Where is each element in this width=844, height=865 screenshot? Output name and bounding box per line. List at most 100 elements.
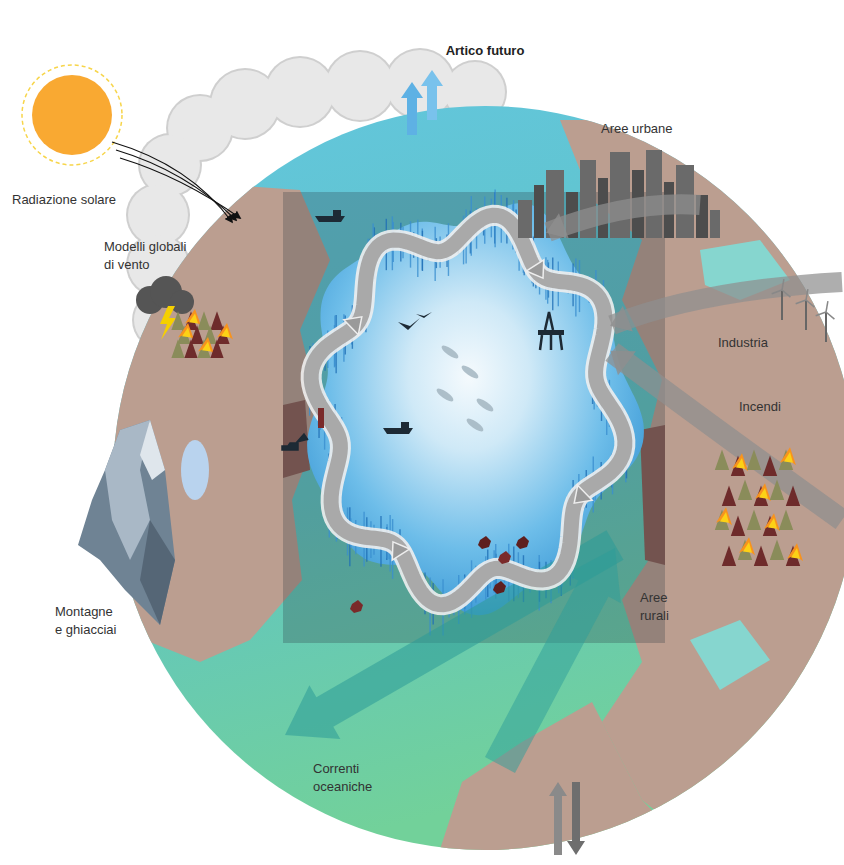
smoke-arrow-head [610,351,636,375]
tree [722,486,736,506]
fish-icon [475,396,495,413]
tree [770,480,784,500]
smoke-arrow [612,352,842,520]
heat-arrow [421,70,443,120]
flame [716,507,732,525]
flame [768,518,777,529]
turbine-tower [781,290,783,320]
tree [190,325,203,344]
region-label: Aree rurali [640,589,684,624]
flame [764,513,780,531]
smog-arrow-head [546,213,569,238]
wind-turbines [772,279,835,342]
turbine-tower [825,312,827,342]
tree [210,339,223,358]
arctic-icons [282,210,564,613]
flame [189,314,198,324]
building [534,185,544,238]
oil-rig-deck [538,330,564,335]
turbine-blade [826,301,828,312]
mountain [78,420,175,625]
sun-halo [22,65,122,165]
oil-rig-tower [540,312,562,350]
flame [178,323,194,340]
flame [784,452,793,463]
jet-stream [311,215,625,604]
region-label: Industria [718,334,798,352]
turbine-blade [806,300,814,307]
pollution-patch [498,551,511,564]
tree [763,456,777,476]
storm-cloud [136,276,194,340]
region-label: Incendi [739,398,819,416]
ship-cabin [401,422,409,428]
bird-icon [416,312,432,318]
excavator-icon [282,434,308,450]
industry-arrow [612,282,842,325]
flame [720,512,729,523]
tree [171,339,184,358]
land-europe [430,702,720,865]
jet-stream-arrowhead [392,542,410,560]
bird-icon [398,318,420,330]
tree [754,546,768,566]
turbine-tower [805,300,807,330]
pollution-patch [493,581,506,594]
jet-stream-arrowhead [344,317,362,335]
flame [787,543,803,561]
building [710,210,720,238]
flame [736,458,745,469]
coastal-sea [690,620,770,690]
pollution-patch [516,536,529,549]
turbine-blade [782,279,784,290]
ship-icon [315,216,345,222]
cloud-puff [140,135,200,195]
jet-stream-arrowhead [574,485,592,503]
turbine-blade [796,300,806,304]
fish-icon [435,386,455,403]
globe-surface [90,120,844,865]
tree [715,450,729,470]
building [518,200,532,238]
fire-forest [715,447,803,566]
tree [779,510,793,530]
mountain-shadow [140,520,175,625]
tree [731,516,745,536]
turbine-blade [816,312,826,316]
heat-arrow [401,82,423,135]
pollution-patch [478,536,491,549]
region-label: Montagne e ghiacciai [55,603,119,638]
tree [210,311,223,330]
region-label: Correnti oceaniche [313,760,391,795]
glacier-lake [181,440,209,500]
lightning [160,306,176,340]
turbine-blade [826,312,834,319]
flame [739,537,755,555]
flame [759,488,768,499]
cloud-puff [326,52,394,120]
smog-arrow [548,204,700,232]
flame [221,328,230,338]
region-label: Aree urbane [601,120,721,138]
pollution-patch [350,600,363,613]
mountain-snow [140,420,165,480]
building [646,150,662,238]
tree [738,480,752,500]
region-label: Radiazione solare [12,191,142,209]
tree [747,510,761,530]
jet-stream-arrowhead [526,260,544,278]
jet-stream-outline [311,215,625,604]
solar-ray [120,158,240,218]
turbine-blade [806,289,808,300]
region-label: Modelli globali di vento [104,238,194,273]
flame [791,548,800,559]
fish-icon [440,343,460,360]
mountain-light [105,420,150,560]
flame [182,328,191,338]
tree [184,339,197,358]
exchange-arrow [549,782,567,855]
industry-arrow-head [610,306,633,331]
tree [197,311,210,330]
